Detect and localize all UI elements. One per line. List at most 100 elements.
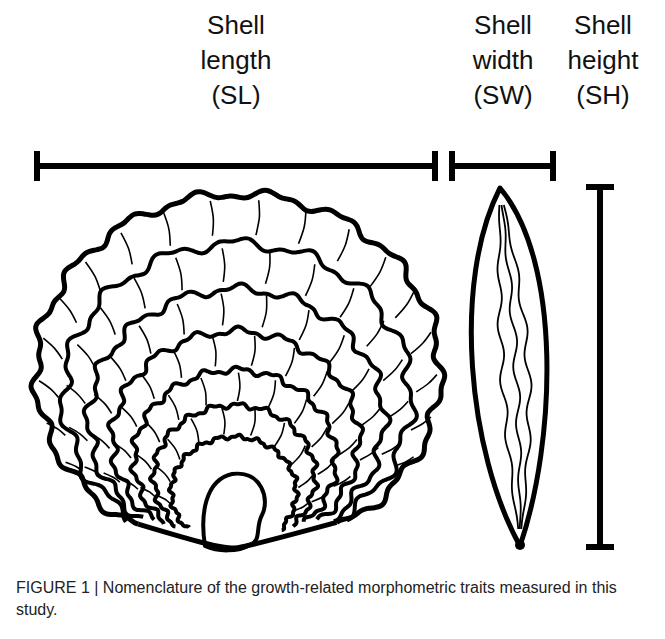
striation bbox=[59, 298, 76, 323]
dimension-cap bbox=[586, 184, 614, 190]
side-growth-line bbox=[497, 205, 518, 529]
striation bbox=[168, 439, 180, 459]
striation bbox=[265, 251, 269, 284]
striation bbox=[121, 233, 132, 265]
striation bbox=[77, 345, 94, 368]
striation bbox=[370, 257, 385, 286]
striation bbox=[222, 248, 225, 281]
dimension-bar bbox=[597, 187, 603, 547]
striation bbox=[332, 403, 349, 423]
striation bbox=[66, 462, 83, 470]
striation bbox=[314, 371, 328, 396]
striation bbox=[291, 446, 305, 465]
striation bbox=[43, 338, 62, 359]
striation bbox=[168, 395, 178, 420]
striation bbox=[299, 210, 306, 244]
striation bbox=[47, 423, 66, 435]
dimension-label: Shell height (SH) bbox=[568, 8, 639, 113]
striation bbox=[67, 385, 86, 403]
striation bbox=[299, 310, 309, 340]
striation bbox=[111, 357, 126, 381]
striation bbox=[275, 423, 285, 446]
striation bbox=[286, 348, 295, 376]
dimension-cap bbox=[432, 151, 438, 181]
dimension-label: Shell length (SL) bbox=[201, 8, 272, 113]
striation bbox=[114, 443, 131, 458]
striation bbox=[268, 380, 275, 407]
striation bbox=[92, 434, 110, 448]
striation bbox=[367, 321, 384, 346]
striation bbox=[251, 336, 255, 366]
striation bbox=[411, 417, 431, 430]
striation bbox=[221, 294, 224, 326]
striation bbox=[136, 454, 152, 469]
figure-caption: FIGURE 1 | Nomenclature of the growth-re… bbox=[16, 577, 652, 621]
dimension-cap bbox=[34, 151, 40, 181]
striation bbox=[333, 476, 350, 486]
striation bbox=[305, 264, 314, 296]
striation bbox=[140, 487, 155, 497]
striation bbox=[262, 296, 267, 328]
striation bbox=[294, 399, 306, 423]
striation bbox=[388, 401, 408, 417]
striation bbox=[362, 408, 381, 425]
striation bbox=[173, 350, 181, 378]
striation bbox=[191, 419, 199, 443]
dimension-bar bbox=[37, 163, 435, 169]
striation bbox=[156, 466, 170, 481]
shell-outline bbox=[138, 522, 336, 548]
striation bbox=[134, 278, 145, 308]
striation bbox=[298, 474, 314, 488]
striation bbox=[411, 332, 431, 354]
striation bbox=[395, 292, 413, 318]
striation bbox=[121, 407, 137, 427]
striation bbox=[330, 335, 344, 362]
striation bbox=[104, 473, 120, 482]
growth-ring bbox=[60, 238, 417, 522]
striation bbox=[201, 378, 206, 405]
striation bbox=[251, 410, 256, 436]
striation bbox=[312, 493, 328, 502]
striation bbox=[163, 212, 170, 246]
side-growth-line bbox=[504, 205, 532, 529]
striation bbox=[146, 422, 160, 442]
striation bbox=[157, 496, 171, 506]
striation bbox=[237, 373, 240, 401]
striation bbox=[337, 229, 349, 261]
striation bbox=[100, 308, 115, 335]
dimension-bar bbox=[452, 163, 553, 169]
dimension-label: Shell width (SW) bbox=[473, 8, 534, 113]
shell-side-view bbox=[471, 188, 547, 546]
striation bbox=[212, 336, 216, 366]
striation bbox=[318, 460, 335, 474]
dimension-cap bbox=[550, 151, 556, 181]
dimension-cap bbox=[449, 151, 455, 181]
striation bbox=[340, 288, 354, 317]
umbo bbox=[203, 474, 265, 551]
striation bbox=[339, 440, 357, 455]
striation bbox=[39, 381, 58, 398]
striation bbox=[222, 408, 225, 434]
striation bbox=[85, 262, 100, 291]
striation bbox=[256, 200, 259, 235]
striation bbox=[416, 375, 437, 392]
striation bbox=[94, 394, 111, 413]
hinge-dot bbox=[515, 540, 525, 550]
striation bbox=[176, 258, 182, 290]
striation bbox=[69, 427, 87, 440]
striation bbox=[382, 443, 401, 455]
growth-ring bbox=[169, 435, 299, 530]
striation bbox=[85, 467, 102, 476]
striation bbox=[312, 427, 328, 446]
striation bbox=[139, 326, 151, 354]
striation bbox=[122, 480, 138, 489]
side-growth-line bbox=[502, 205, 522, 529]
striation bbox=[383, 360, 402, 381]
growth-ring bbox=[108, 327, 363, 520]
dimension-cap bbox=[586, 544, 614, 550]
striation bbox=[210, 201, 213, 236]
striation bbox=[141, 374, 154, 399]
striation bbox=[395, 457, 413, 466]
striation bbox=[294, 503, 309, 511]
